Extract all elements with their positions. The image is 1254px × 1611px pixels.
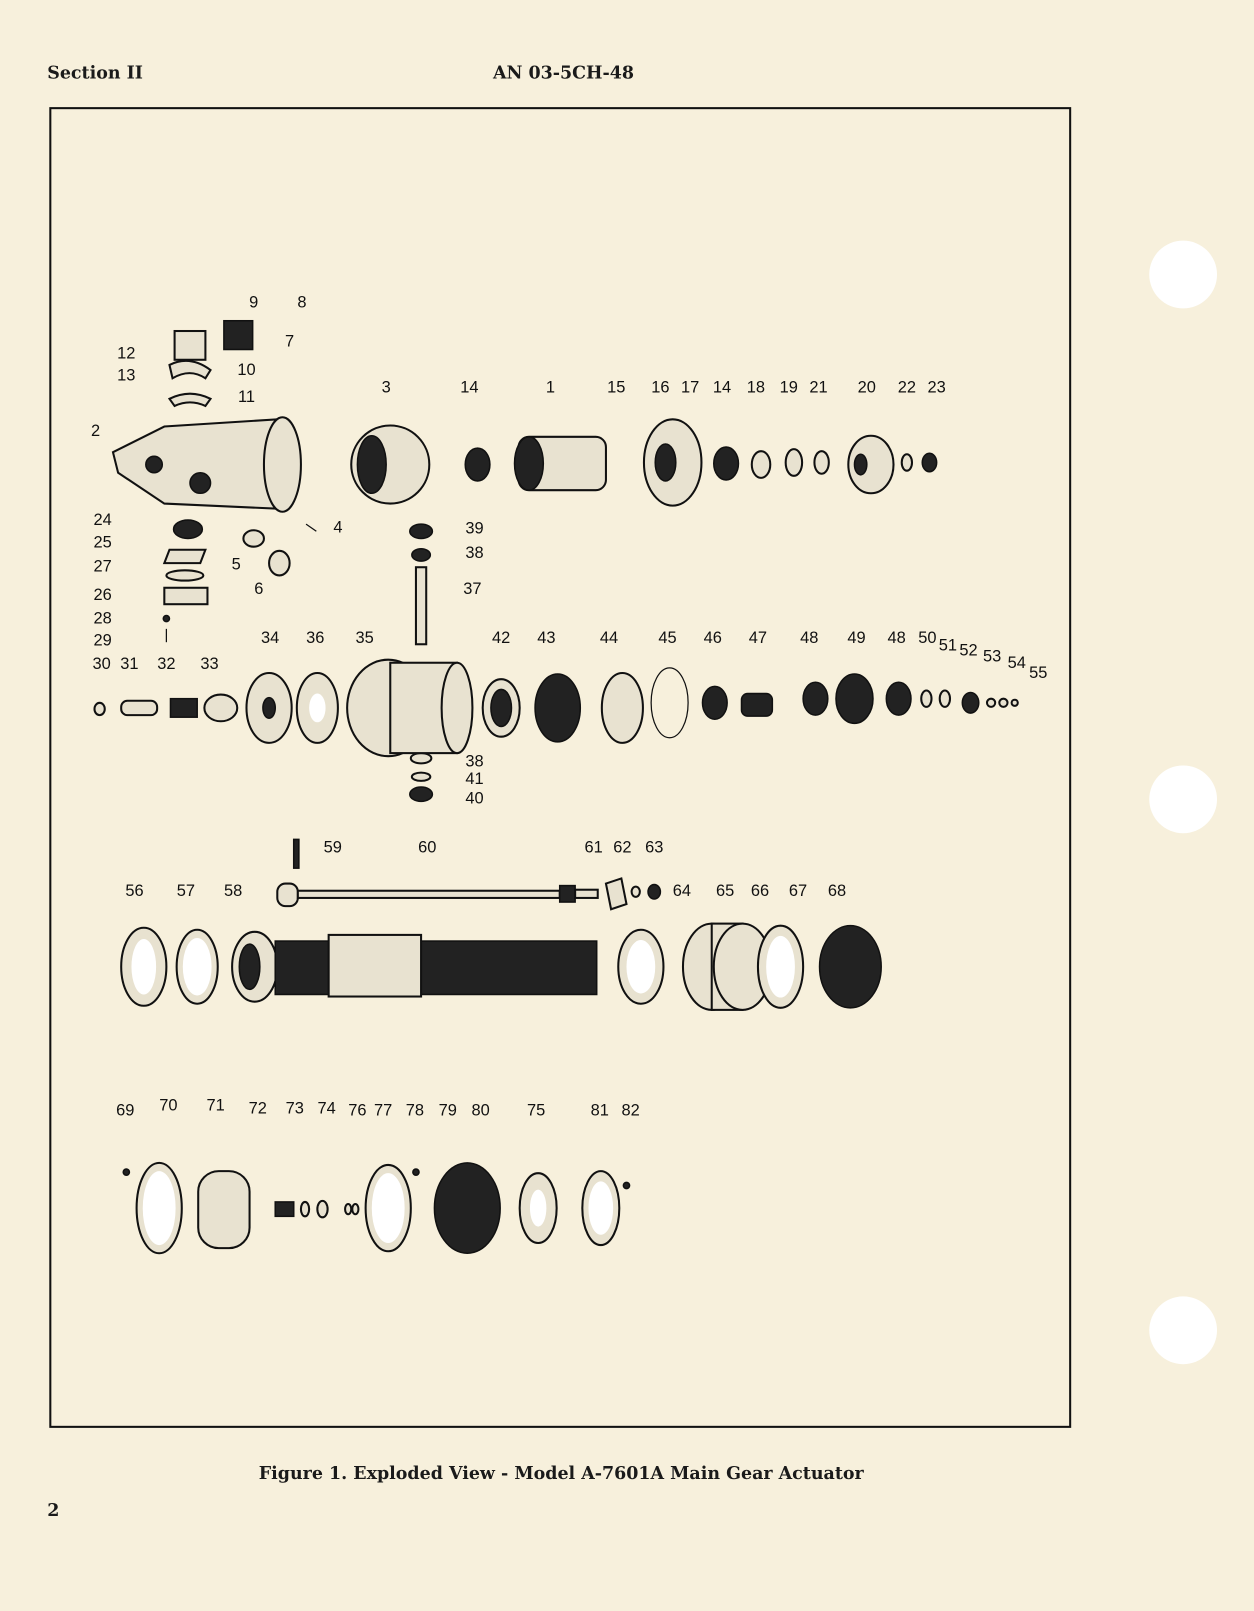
callout-label: 25 xyxy=(94,534,112,552)
callout-label: 79 xyxy=(439,1102,457,1120)
callout-label: 51 xyxy=(939,636,957,654)
punch-hole xyxy=(1149,765,1218,834)
callout-label: 74 xyxy=(317,1100,335,1118)
section-label: Section II xyxy=(47,63,143,83)
callout-label: 23 xyxy=(928,379,946,397)
callout-label: 38 xyxy=(465,544,483,562)
callout-label: 43 xyxy=(537,629,555,647)
callout-label: 78 xyxy=(406,1102,424,1120)
callout-label: 82 xyxy=(621,1102,639,1120)
callout-label: 32 xyxy=(157,655,175,673)
callout-label: 54 xyxy=(1008,654,1026,672)
exploded-view-diagram xyxy=(93,319,1019,1255)
callout-label: 47 xyxy=(749,629,767,647)
callout-label: 45 xyxy=(658,629,676,647)
callout-label: 15 xyxy=(607,379,625,397)
callout-label: 49 xyxy=(847,629,865,647)
callout-label: 61 xyxy=(584,839,602,857)
callout-label: 53 xyxy=(983,648,1001,666)
callout-label: 16 xyxy=(651,379,669,397)
callout-label: 56 xyxy=(125,882,143,900)
callout-label: 64 xyxy=(673,882,691,900)
page-number: 2 xyxy=(47,1501,59,1521)
callout-label: 66 xyxy=(751,882,769,900)
document-number: AN 03-5CH-48 xyxy=(492,63,634,83)
callout-label: 70 xyxy=(159,1097,177,1115)
callout-label: 81 xyxy=(591,1102,609,1120)
callout-labels: 9 8 7 12 13 10 11 3 14 1 15 16 17 14 18 … xyxy=(91,293,1048,1119)
callout-label: 4 xyxy=(333,518,342,536)
callout-label: 17 xyxy=(681,379,699,397)
figure-caption: Figure 1. Exploded View - Model A-7601A … xyxy=(259,1464,865,1484)
callout-label: 41 xyxy=(465,770,483,788)
callout-label: 39 xyxy=(465,519,483,537)
callout-label: 71 xyxy=(207,1097,225,1115)
callout-label: 27 xyxy=(94,557,112,575)
callout-label: 50 xyxy=(918,629,936,647)
callout-label: 60 xyxy=(418,839,436,857)
callout-label: 48 xyxy=(887,629,905,647)
callout-label: 80 xyxy=(472,1102,490,1120)
callout-label: 42 xyxy=(492,629,510,647)
callout-label: 67 xyxy=(789,882,807,900)
callout-label: 21 xyxy=(809,379,827,397)
callout-label: 9 xyxy=(249,293,258,311)
callout-label: 75 xyxy=(527,1102,545,1120)
callout-label: 10 xyxy=(237,361,255,379)
callout-label: 65 xyxy=(716,882,734,900)
callout-label: 13 xyxy=(117,366,135,384)
callout-label: 38 xyxy=(465,752,483,770)
callout-label: 1 xyxy=(546,379,555,397)
callout-label: 18 xyxy=(747,379,765,397)
callout-label: 63 xyxy=(645,839,663,857)
callout-label: 12 xyxy=(117,345,135,363)
callout-label: 5 xyxy=(232,555,241,573)
callout-label: 11 xyxy=(238,388,255,406)
callout-label: 48 xyxy=(800,629,818,647)
callout-label: 33 xyxy=(200,655,218,673)
callout-label: 6 xyxy=(254,580,263,598)
callout-label: 29 xyxy=(94,631,112,649)
figure-frame xyxy=(49,107,1072,1428)
callout-label: 20 xyxy=(858,379,876,397)
punch-hole xyxy=(1149,240,1218,309)
punch-hole xyxy=(1149,1296,1218,1365)
callout-label: 14 xyxy=(713,379,731,397)
callout-label: 14 xyxy=(460,379,478,397)
callout-label: 28 xyxy=(94,610,112,628)
callout-label: 69 xyxy=(116,1102,134,1120)
callout-label: 72 xyxy=(249,1100,267,1118)
callout-label: 22 xyxy=(898,379,916,397)
callout-label: 26 xyxy=(94,586,112,604)
callout-label: 31 xyxy=(120,655,138,673)
callout-label: 30 xyxy=(93,655,111,673)
callout-label: 35 xyxy=(355,629,373,647)
callout-label: 46 xyxy=(704,629,722,647)
callout-label: 8 xyxy=(297,293,306,311)
callout-label: 2 xyxy=(91,422,100,440)
callout-label: 24 xyxy=(94,511,112,529)
callout-label: 34 xyxy=(261,629,279,647)
callout-label: 68 xyxy=(828,882,846,900)
callout-label: 58 xyxy=(224,882,242,900)
callout-label: 57 xyxy=(177,882,195,900)
callout-label: 44 xyxy=(600,629,618,647)
callout-label: 55 xyxy=(1029,664,1047,682)
callout-label: 77 xyxy=(374,1102,392,1120)
callout-label: 73 xyxy=(286,1100,304,1118)
callout-label: 37 xyxy=(463,580,481,598)
callout-label: 40 xyxy=(465,789,483,807)
callout-label: 52 xyxy=(959,642,977,660)
callout-label: 7 xyxy=(285,332,294,350)
callout-label: 19 xyxy=(780,379,798,397)
callout-label: 59 xyxy=(324,839,342,857)
callout-label: 3 xyxy=(382,379,391,397)
callout-label: 36 xyxy=(306,629,324,647)
callout-label: 76 xyxy=(348,1102,366,1120)
callout-label: 62 xyxy=(613,839,631,857)
